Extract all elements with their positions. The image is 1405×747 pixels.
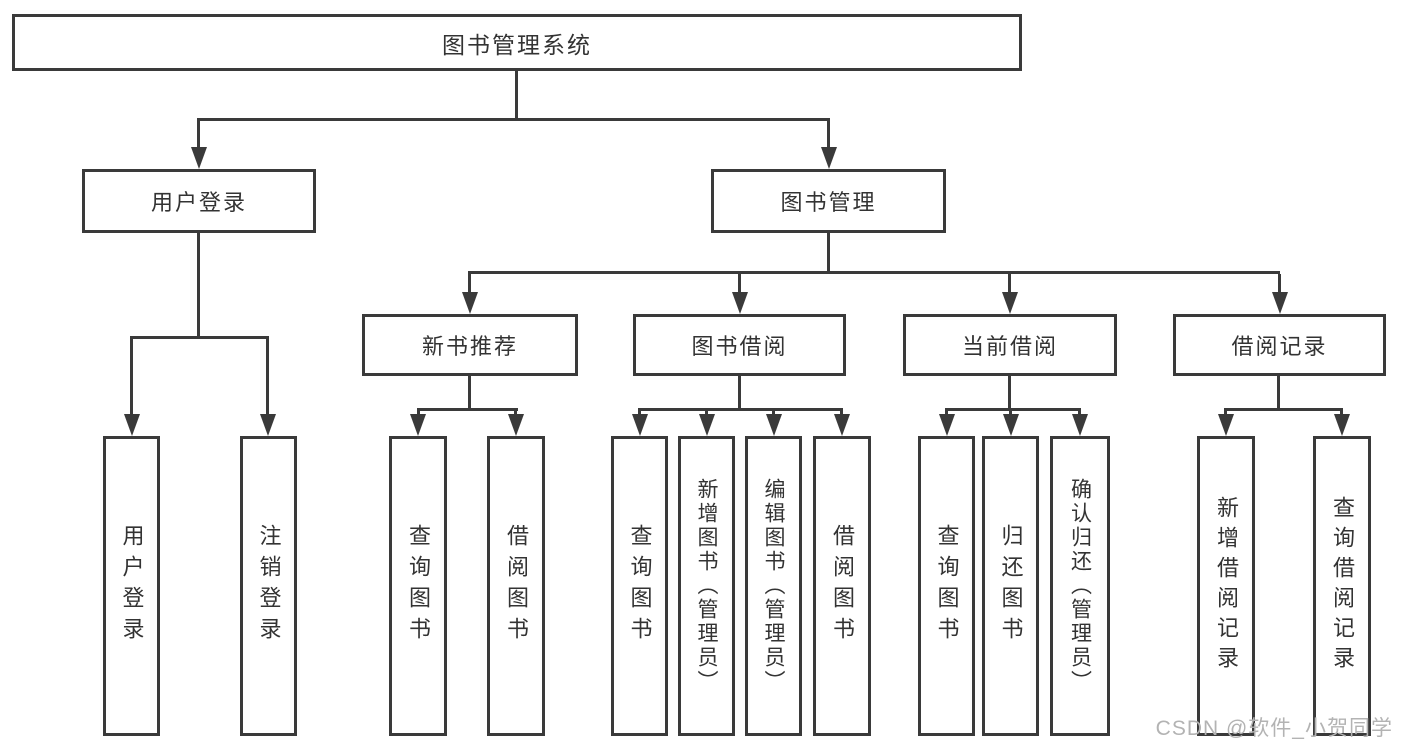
leaf-query-books-recommend: 查询图书 [389, 436, 447, 736]
leaf-edit-books-admin: 编辑图书（管理员） [745, 436, 802, 736]
node-user-login: 用户登录 [82, 169, 316, 233]
arrow-down-icon [410, 414, 426, 436]
leaf-confirm-return-admin: 确认归还（管理员） [1050, 436, 1110, 736]
node-new-book-recommendation: 新书推荐 [362, 314, 578, 376]
connector-line [130, 339, 133, 415]
connector-line [1008, 376, 1011, 408]
arrow-down-icon [699, 414, 715, 436]
arrow-down-icon [821, 147, 837, 169]
connector-line [514, 411, 517, 416]
node-library-system: 图书管理系统 [12, 14, 1022, 71]
connector-line [945, 411, 948, 416]
leaf-add-borrow-record: 新增借阅记录 [1197, 436, 1255, 736]
leaf-query-borrow-record: 查询借阅记录 [1313, 436, 1371, 736]
connector-line [266, 339, 269, 415]
node-current-borrowing: 当前借阅 [903, 314, 1117, 376]
connector-line [772, 411, 775, 416]
arrow-down-icon [1002, 292, 1018, 314]
leaf-return-books: 归还图书 [982, 436, 1039, 736]
arrow-down-icon [732, 292, 748, 314]
leaf-borrow-books: 借阅图书 [813, 436, 871, 736]
leaf-user-login: 用户登录 [103, 436, 160, 736]
connector-line [1078, 411, 1081, 416]
leaf-borrow-books-recommend: 借阅图书 [487, 436, 545, 736]
connector-line [197, 118, 830, 121]
arrow-down-icon [1003, 414, 1019, 436]
arrow-down-icon [462, 292, 478, 314]
connector-line [638, 411, 641, 416]
node-book-management: 图书管理 [711, 169, 946, 233]
leaf-query-books-current: 查询图书 [918, 436, 975, 736]
connector-line [1224, 411, 1227, 416]
arrow-down-icon [124, 414, 140, 436]
connector-line [1340, 411, 1343, 416]
connector-line [197, 233, 200, 336]
connector-line [468, 376, 471, 408]
connector-line [705, 411, 708, 416]
arrow-down-icon [508, 414, 524, 436]
connector-line [840, 411, 843, 416]
connector-line [417, 408, 518, 411]
arrow-down-icon [1272, 292, 1288, 314]
leaf-logout: 注销登录 [240, 436, 297, 736]
connector-line [738, 376, 741, 408]
arrow-down-icon [834, 414, 850, 436]
arrow-down-icon [766, 414, 782, 436]
connector-line [197, 121, 200, 149]
connector-line [417, 411, 420, 416]
leaf-query-books-borrow: 查询图书 [611, 436, 668, 736]
connector-line [515, 71, 518, 118]
leaf-add-books-admin: 新增图书（管理员） [678, 436, 735, 736]
connector-line [1008, 274, 1011, 292]
connector-line [130, 336, 269, 339]
node-book-borrowing: 图书借阅 [633, 314, 846, 376]
arrow-down-icon [1218, 414, 1234, 436]
connector-line [738, 274, 741, 292]
arrow-down-icon [1334, 414, 1350, 436]
connector-line [1224, 408, 1343, 411]
connector-line [827, 233, 830, 271]
node-borrowing-records: 借阅记录 [1173, 314, 1386, 376]
connector-line [827, 121, 830, 149]
connector-line [1277, 376, 1280, 408]
arrow-down-icon [191, 147, 207, 169]
csdn-watermark: CSDN @软件_小贺同学 [1155, 717, 1393, 740]
connector-line [945, 408, 1081, 411]
connector-line [638, 408, 843, 411]
arrow-down-icon [1072, 414, 1088, 436]
connector-line [1009, 411, 1012, 416]
connector-line [468, 274, 471, 292]
arrow-down-icon [632, 414, 648, 436]
arrow-down-icon [939, 414, 955, 436]
connector-line [468, 271, 1280, 274]
arrow-down-icon [260, 414, 276, 436]
connector-line [1278, 274, 1281, 292]
